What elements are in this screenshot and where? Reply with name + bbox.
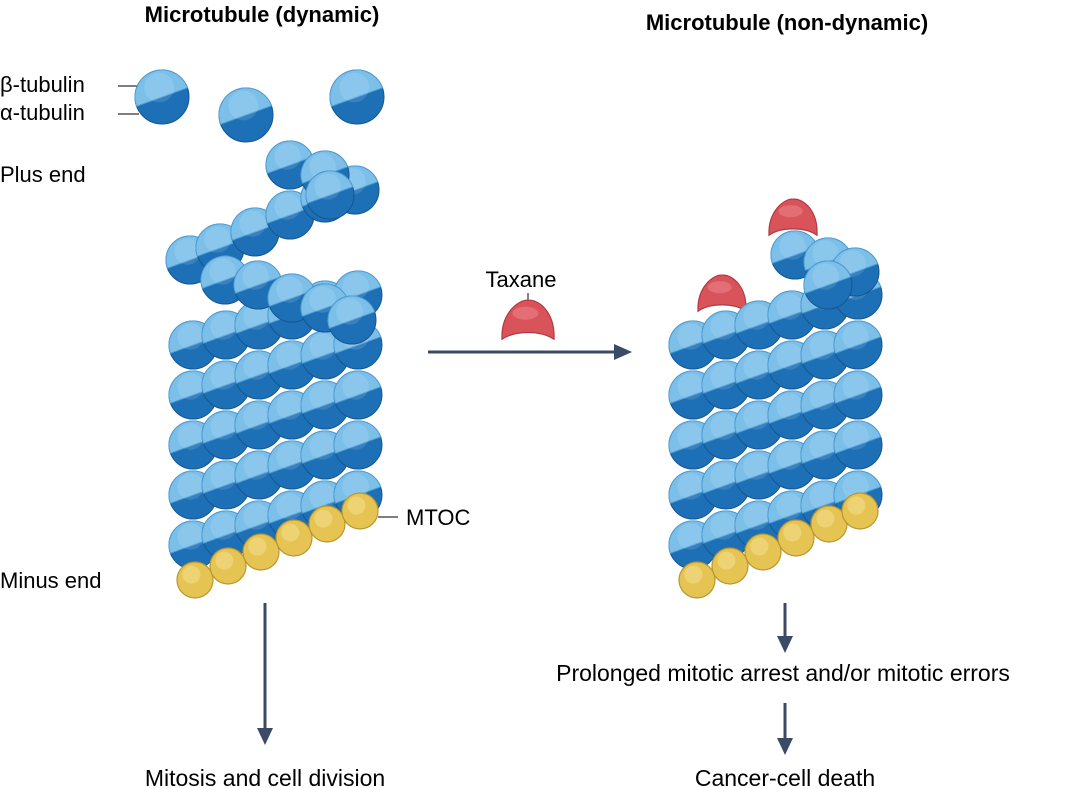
mtoc-bead: [209, 547, 247, 585]
death-arrow: [777, 703, 793, 755]
minus-end-label: Minus end: [0, 568, 102, 593]
free-tubulin-dimer: [329, 69, 385, 125]
beta-tubulin-label: β-tubulin: [0, 72, 85, 97]
mitosis-outcome-caption: Mitosis and cell division: [145, 765, 385, 788]
frayed-dimer: [305, 170, 355, 220]
lattice-dimer: [333, 420, 383, 470]
alpha-tubulin-label: α-tubulin: [0, 100, 85, 125]
mtoc-bead: [176, 561, 214, 599]
free-tubulin-dimers: [134, 69, 385, 143]
lattice-dimer: [833, 420, 883, 470]
mtoc-bead: [341, 492, 379, 530]
taxane-label: Taxane: [486, 267, 557, 292]
dynamic-panel-title: Microtubule (dynamic): [145, 2, 380, 27]
frayed-dimer: [265, 140, 315, 190]
mtoc-bead: [744, 533, 782, 571]
mtoc-bead: [275, 519, 313, 557]
taxane-treatment-arrow: [428, 344, 632, 360]
mtoc-bead: [841, 492, 879, 530]
mitotic-arrest-caption: Prolonged mitotic arrest and/or mitotic …: [556, 660, 1010, 686]
mtoc-bead: [810, 505, 848, 543]
mtoc-bead: [777, 519, 815, 557]
plus-end-label: Plus end: [0, 162, 86, 187]
arrest-arrow: [777, 603, 793, 653]
taxane-molecule: [501, 299, 555, 341]
frayed-dimer: [327, 295, 377, 345]
bound-taxane: [697, 274, 747, 313]
lattice-dimer: [234, 450, 284, 500]
dynamic-microtubule: [165, 140, 383, 599]
bound-taxane: [768, 198, 818, 237]
free-taxane-molecule: [501, 299, 555, 341]
dynamic-outcome-arrow: [257, 603, 273, 745]
mtoc-bead: [242, 533, 280, 571]
lattice-dimer: [833, 370, 883, 420]
non-dynamic-microtubule: [668, 198, 883, 599]
capped-dimer: [803, 260, 853, 310]
lattice-dimer: [333, 370, 383, 420]
mtoc-bead: [308, 505, 346, 543]
lattice-dimer: [833, 320, 883, 370]
non-dynamic-panel-title: Microtubule (non-dynamic): [646, 10, 928, 35]
free-tubulin-dimer: [134, 69, 190, 125]
mtoc-bead: [678, 561, 716, 599]
cancer-cell-death-caption: Cancer-cell death: [695, 765, 875, 788]
mtoc-bead: [711, 547, 749, 585]
free-tubulin-dimer: [218, 87, 274, 143]
mtoc-label: MTOC: [406, 505, 470, 530]
